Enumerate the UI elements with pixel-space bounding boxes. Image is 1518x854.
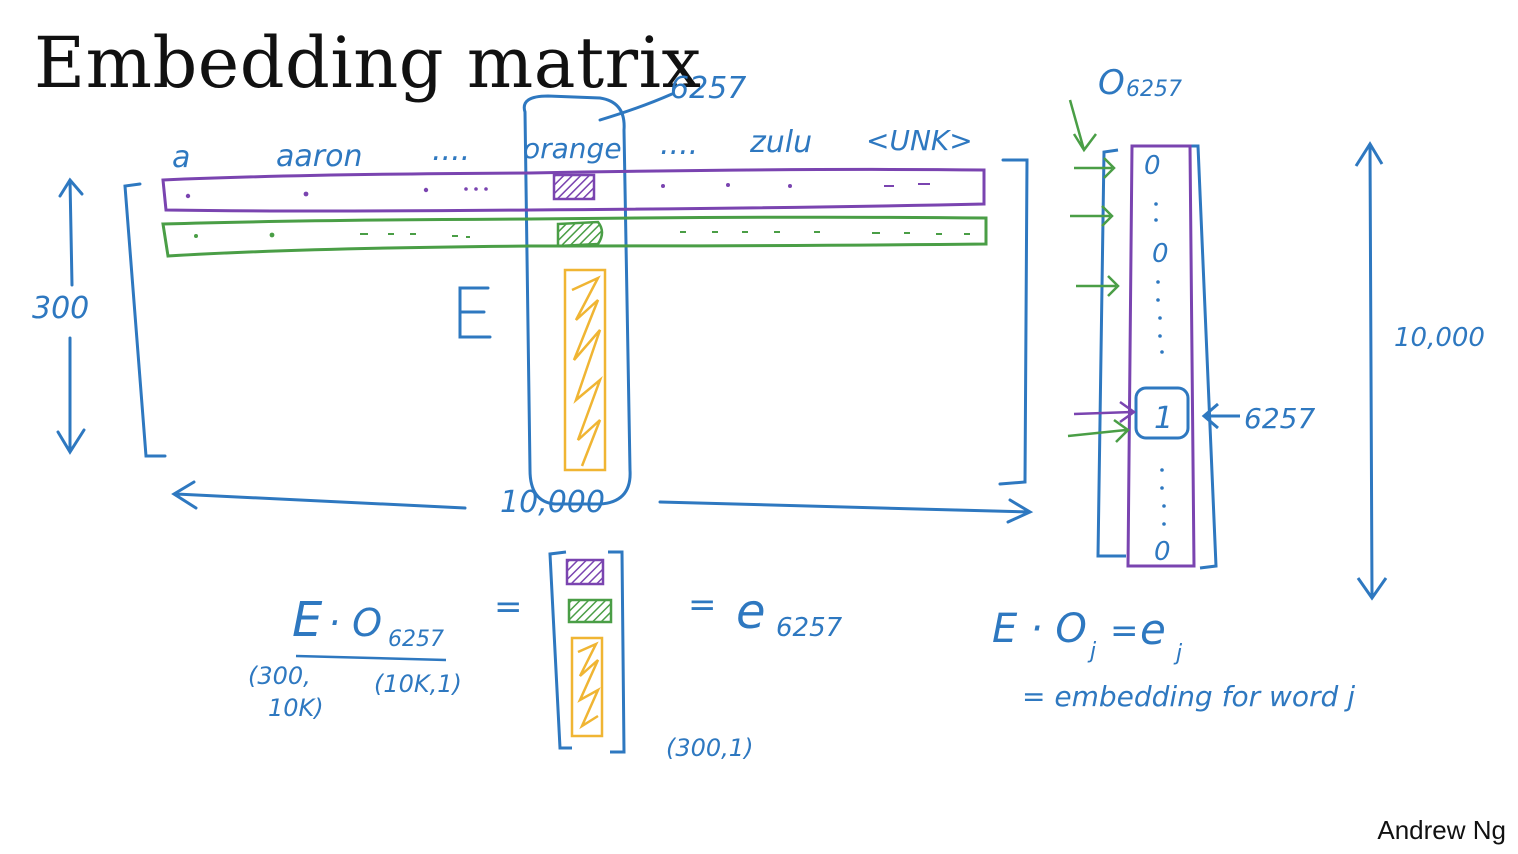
rows-arrow-down — [56, 336, 86, 455]
one-hot-down-arrow — [1068, 99, 1097, 153]
cols-label: 10,000 — [500, 485, 605, 520]
column-words: a aaron .... orange .... zulu <UNK> — [172, 124, 973, 175]
word-ellipsis-2: .... — [660, 127, 698, 162]
word-ellipsis-1: .... — [432, 133, 470, 168]
one-hot-one-box — [1134, 386, 1190, 440]
matrix-left-bracket — [123, 182, 167, 458]
one-hot-label-sub: 6257 — [1126, 77, 1182, 102]
one-hot-purple-box — [1126, 144, 1196, 568]
eq-rhs-e: e — [736, 584, 766, 640]
one-hot-vector: O 6257 0 0 0 1 6257 — [1067, 63, 1485, 601]
one-hot-one-entry: 1 — [1154, 401, 1173, 436]
green-row-dots — [194, 231, 970, 238]
one-hot-length-label: 10,000 — [1394, 323, 1485, 353]
one-hot-entry-top: 0 — [1144, 151, 1161, 181]
word-zulu: zulu — [749, 125, 812, 160]
green-row — [161, 215, 988, 258]
result-vector — [548, 550, 626, 754]
one-hot-dots — [1154, 202, 1166, 526]
embedding-matrix — [56, 92, 1034, 524]
purple-row-dots — [185, 183, 930, 199]
product-equation: E · O 6257 (300, 10K) (10K,1) = = e 6257… — [248, 584, 843, 762]
general-description: = embedding for word j — [1022, 680, 1355, 713]
purple-row — [161, 167, 986, 213]
general-formula: E · O j = e j = embedding for word j — [992, 605, 1355, 713]
purple-cell — [552, 173, 596, 201]
one-hot-entry-bottom: 0 — [1154, 537, 1171, 567]
word-orange: orange — [523, 132, 622, 165]
slide-title: Embedding matrix — [34, 22, 702, 104]
general-sub-o: j — [1087, 639, 1097, 664]
result-green-cell — [567, 598, 613, 624]
matrix-symbol-E — [458, 286, 492, 339]
orange-column-outline — [522, 94, 632, 506]
word-a: a — [172, 140, 190, 175]
yellow-column — [563, 268, 607, 472]
result-purple-cell — [565, 558, 605, 586]
cols-arrow-left — [171, 480, 467, 510]
column-index-label: 6257 — [670, 71, 746, 106]
rows-arrow-up — [58, 177, 84, 287]
one-hot-entry-second: 0 — [1152, 239, 1169, 269]
eq-equals-2: = — [688, 585, 717, 625]
word-aaron: aaron — [276, 139, 362, 174]
word-unk: <UNK> — [866, 124, 973, 157]
eq-dim-O: (10K,1) — [374, 670, 462, 698]
one-hot-index-label: 6257 — [1244, 402, 1315, 435]
one-hot-label-main: O — [1098, 63, 1125, 103]
cols-arrow-right — [658, 498, 1034, 524]
one-hot-index-arrow — [1201, 402, 1240, 430]
eq-dot-O: · O — [328, 601, 382, 645]
result-yellow-cell — [570, 636, 604, 738]
general-e: e — [1140, 605, 1166, 654]
index-pointer — [598, 92, 674, 122]
eq-underline — [295, 654, 447, 662]
row-pointer-arrows — [1067, 157, 1130, 443]
general-lhs: E · O — [992, 606, 1087, 652]
eq-E: E — [292, 592, 323, 648]
rows-label: 300 — [32, 291, 89, 326]
eq-dim-E-line2: 10K) — [268, 694, 324, 722]
general-eq: = — [1110, 611, 1139, 651]
one-hot-length-arrow — [1354, 141, 1388, 601]
eq-rhs-sub: 6257 — [776, 613, 843, 643]
author-credit: Andrew Ng — [1377, 815, 1506, 845]
result-vector-brackets — [548, 550, 626, 754]
green-cell — [556, 220, 604, 248]
eq-dim-result: (300,1) — [666, 734, 753, 762]
eq-sub: 6257 — [388, 627, 444, 652]
matrix-right-bracket — [998, 158, 1029, 486]
general-sub-e: j — [1173, 641, 1183, 666]
purple-pointer-arrow — [1073, 400, 1137, 424]
one-hot-blue-bracket — [1096, 144, 1218, 570]
eq-equals-1: = — [494, 587, 523, 627]
eq-dim-E-line1: (300, — [248, 662, 311, 690]
